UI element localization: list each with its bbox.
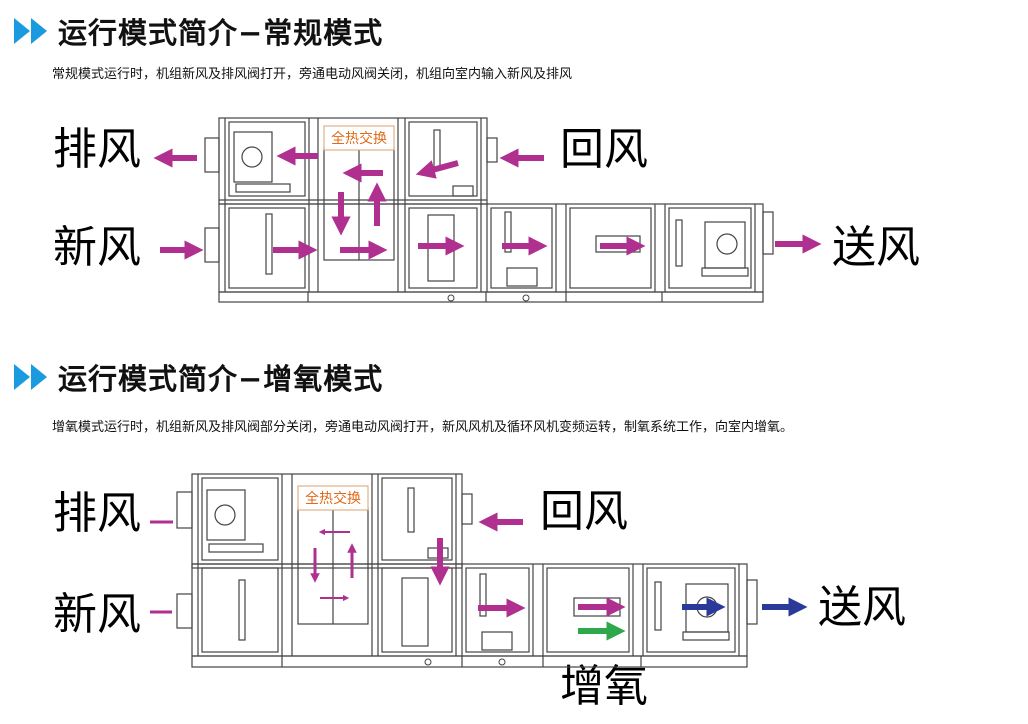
section1-return-label: 回风 <box>560 124 648 175</box>
section1-fresh-label: 新风 <box>53 222 141 273</box>
section1-exhaust-label: 排风 <box>53 124 141 175</box>
section1-description: 常规模式运行时，机组新风及排风阀打开，旁通电动风阀关闭，机组向室内输入新风及排风 <box>52 67 573 82</box>
section2-supply-label: 送风 <box>818 582 906 633</box>
section2-description: 增氧模式运行时，机组新风及排风阀部分关闭，旁通电动风阀打开，新风风机及循环风机变… <box>52 420 794 435</box>
section2-title-row: 运行模式简介−增氧模式 <box>14 357 383 397</box>
section1-title: 运行模式简介−常规模式 <box>58 16 384 50</box>
double-chevron-icon <box>14 364 47 390</box>
section2-heat-exchange-label: 全热交换 <box>305 490 361 507</box>
return-inner-arrow <box>415 160 459 179</box>
section1-heat-exchange-label: 全热交换 <box>331 130 387 147</box>
section2-exhaust-label: 排风 <box>53 488 141 539</box>
section1-supply-label: 送风 <box>832 222 920 273</box>
lower-housing <box>191 563 748 657</box>
section1-unit-diagram: 全热交换 <box>153 117 822 303</box>
section2-title: 运行模式简介−增氧模式 <box>58 362 384 396</box>
section1-title-row: 运行模式简介−常规模式 <box>14 11 383 51</box>
section2-return-label: 回风 <box>540 486 628 537</box>
section2-oxygen-label: 增氧 <box>560 661 648 712</box>
double-chevron-icon <box>14 18 47 44</box>
section2-fresh-label: 新风 <box>53 589 141 640</box>
